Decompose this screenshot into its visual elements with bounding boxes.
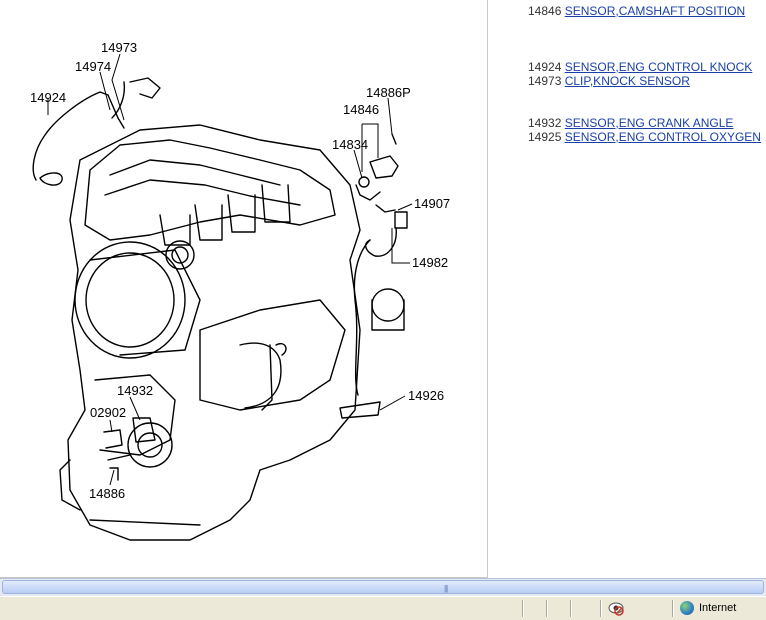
part-link-crank-angle[interactable]: SENSOR,ENG CRANK ANGLE (564, 116, 734, 130)
callout-14974[interactable]: 14974 (75, 59, 112, 74)
part-number: 14846 (528, 4, 562, 18)
part-link-oxygen-sensor[interactable]: SENSOR,ENG CONTROL OXYGEN (564, 130, 761, 144)
status-separator (570, 600, 572, 617)
part-row: 14932 SENSOR,ENG CRANK ANGLE (528, 116, 733, 130)
horizontal-scrollbar[interactable]: ||| (0, 578, 766, 596)
callout-14886P[interactable]: 14886P (366, 85, 411, 100)
callout-14834[interactable]: 14834 (332, 137, 369, 152)
part-row: 14973 CLIP,KNOCK SENSOR (528, 74, 690, 88)
callout-14886[interactable]: 14886 (89, 486, 126, 501)
part-row: 14846 SENSOR,CAMSHAFT POSITION (528, 4, 745, 18)
parts-diagram: 14973 14974 14924 14886P 14846 14834 149… (0, 0, 488, 578)
part-number: 14924 (528, 60, 562, 74)
callout-14926[interactable]: 14926 (408, 388, 445, 403)
callout-02902[interactable]: 02902 (90, 405, 127, 420)
callout-14846[interactable]: 14846 (343, 102, 380, 117)
part-number: 14973 (528, 74, 562, 88)
part-number: 14925 (528, 130, 562, 144)
status-separator (522, 600, 524, 617)
security-zone-label: Internet (699, 602, 737, 614)
privacy-eye-icon[interactable] (607, 600, 625, 616)
status-separator (546, 600, 548, 617)
callout-14907[interactable]: 14907 (414, 196, 451, 211)
callout-14973[interactable]: 14973 (101, 40, 138, 55)
part-number: 14932 (528, 116, 562, 130)
status-separator (600, 600, 602, 617)
scrollbar-thumb[interactable]: ||| (2, 580, 764, 594)
scrollbar-grip: ||| (444, 584, 448, 593)
engine-illustration (32, 53, 413, 541)
part-row: 14924 SENSOR,ENG CONTROL KNOCK (528, 60, 752, 74)
status-bar: Internet (0, 596, 766, 620)
part-link-camshaft-position[interactable]: SENSOR,CAMSHAFT POSITION (564, 4, 746, 18)
callout-14924[interactable]: 14924 (30, 90, 67, 105)
part-link-knock-sensor[interactable]: SENSOR,ENG CONTROL KNOCK (564, 60, 753, 74)
callout-14932[interactable]: 14932 (117, 383, 154, 398)
part-row: 14925 SENSOR,ENG CONTROL OXYGEN (528, 130, 761, 144)
callout-14982[interactable]: 14982 (412, 255, 449, 270)
status-separator (672, 600, 674, 617)
internet-globe-icon (680, 601, 694, 615)
part-link-knock-clip[interactable]: CLIP,KNOCK SENSOR (564, 74, 690, 88)
